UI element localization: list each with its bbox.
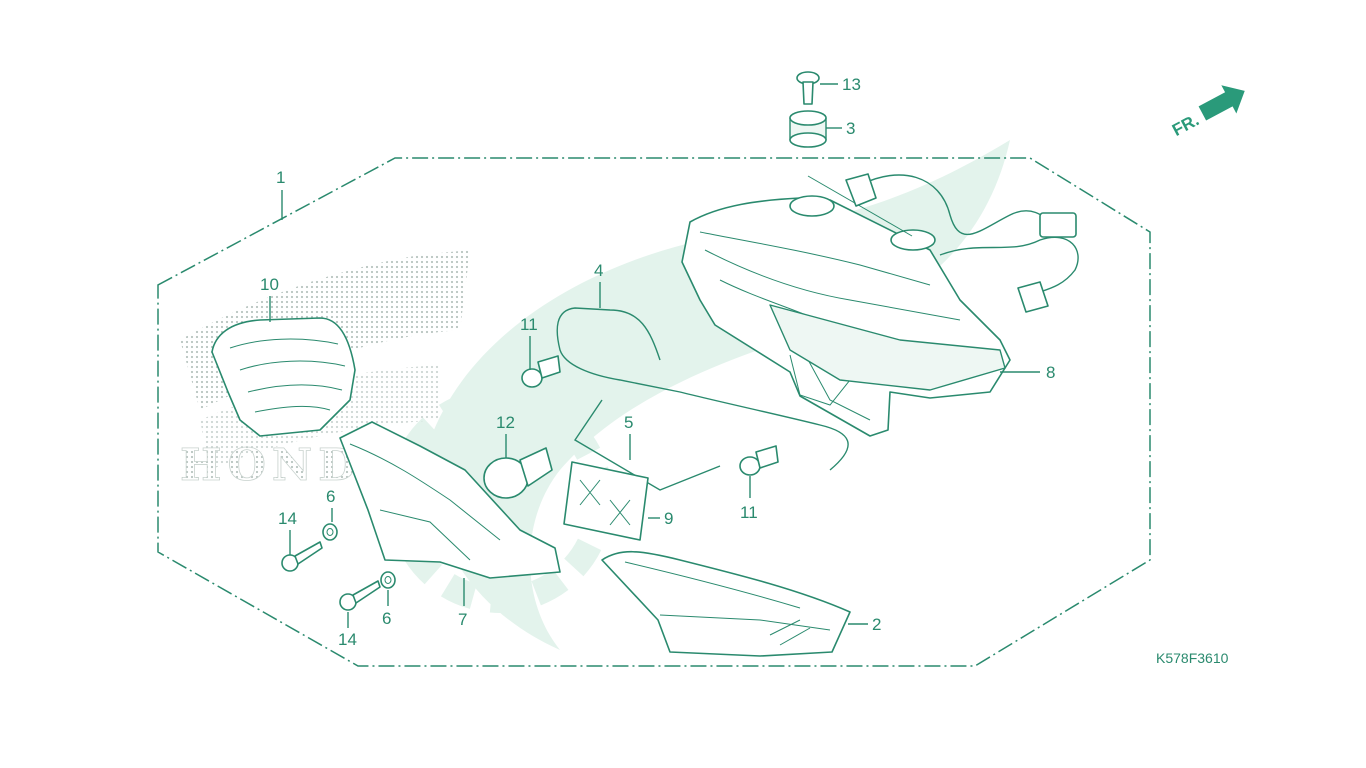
- part-14-screw-upper: [281, 541, 323, 572]
- callout-13: 13: [842, 75, 861, 94]
- part-11-socket-left: [521, 355, 561, 388]
- callout-3: 3: [846, 119, 855, 138]
- drawing-code: K578F3610: [1156, 650, 1229, 666]
- part-11-socket-right: [739, 445, 779, 476]
- part-7-cover: [339, 421, 561, 579]
- part-4-seal: [556, 307, 849, 471]
- part-10-lens: [211, 317, 356, 437]
- part-6-washer-lower: [380, 571, 396, 589]
- callout-1: 1: [276, 168, 285, 187]
- part-8-housing: [681, 175, 1011, 437]
- callouts: 1 2 3 4 5 6 6 7 8 9 10 11 11 12 13 14 14: [260, 75, 1055, 649]
- callout-12: 12: [496, 413, 515, 432]
- callout-11-right: 11: [740, 503, 758, 522]
- leader-lines: [269, 83, 1040, 628]
- callout-14-upper: 14: [278, 509, 297, 528]
- callout-4: 4: [594, 261, 603, 280]
- part-12-bulb: [483, 447, 553, 499]
- callout-7: 7: [458, 610, 467, 629]
- part-2-cover: [601, 550, 851, 657]
- part-6-washer-upper: [322, 523, 338, 541]
- callout-8: 8: [1046, 363, 1055, 382]
- assembly-outline: [157, 157, 1151, 667]
- front-direction-indicator: FR.: [1169, 85, 1245, 140]
- callout-6-upper: 6: [326, 487, 335, 506]
- wiring-harness: [845, 173, 1079, 313]
- part-9-reflector: [563, 461, 649, 541]
- callout-11-left: 11: [520, 315, 538, 334]
- front-label: FR.: [1169, 110, 1202, 140]
- callout-10: 10: [260, 275, 279, 294]
- arrow-right-icon: [1198, 85, 1245, 121]
- part-3-grommet: [789, 110, 827, 148]
- callout-5: 5: [624, 413, 633, 432]
- part-5-wire: [574, 399, 721, 491]
- part-14-screw-lower: [339, 580, 381, 611]
- callout-6-lower: 6: [382, 609, 391, 628]
- part-13-screw: [796, 71, 820, 105]
- callout-9: 9: [664, 509, 673, 528]
- callout-14-lower: 14: [338, 630, 357, 649]
- callout-2: 2: [872, 615, 881, 634]
